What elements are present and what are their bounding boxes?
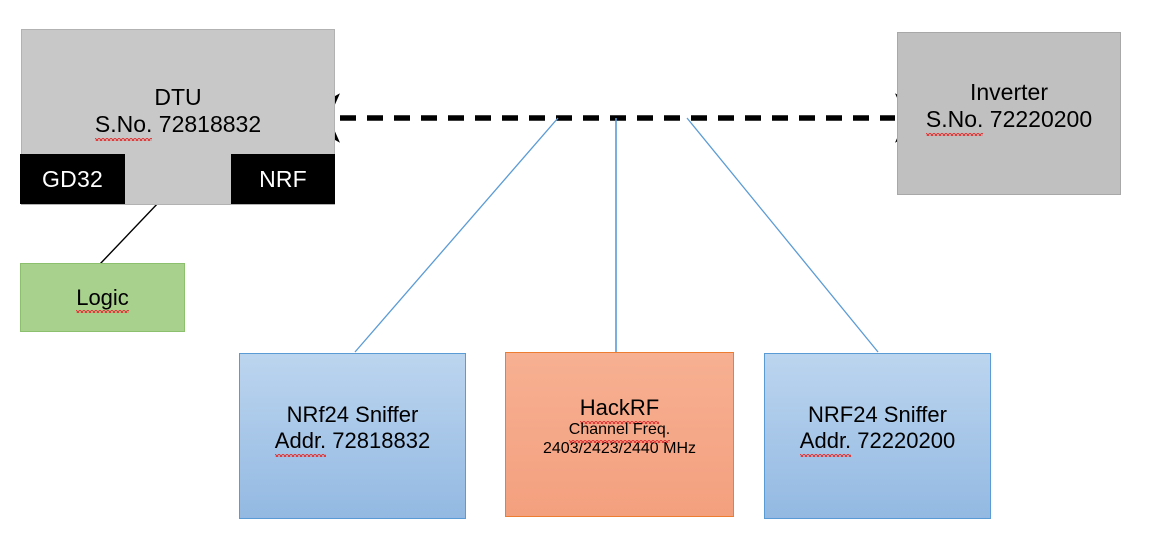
dtu-serial: S.No. 72818832 xyxy=(94,111,262,142)
hackrf-title-text: HackRF xyxy=(579,395,660,424)
hackrf-channel-label-text: Channel Freq. xyxy=(568,420,671,443)
dtu-serial-prefix: S.No. xyxy=(94,111,153,142)
node-sniffer-left[interactable]: NRf24 Sniffer Addr. 72818832 xyxy=(239,353,466,519)
connector-sniffer-left-tap xyxy=(354,117,559,353)
sniffer-right-addr-value: 72220200 xyxy=(857,427,956,453)
node-hackrf[interactable]: HackRF Channel Freq. 2403/2423/2440 MHz xyxy=(505,352,734,517)
node-logic[interactable]: Logic xyxy=(20,263,185,332)
sniffer-left-addr: Addr. 72818832 xyxy=(274,427,431,457)
node-gd32[interactable]: GD32 xyxy=(20,154,125,204)
dtu-title: DTU xyxy=(154,84,202,110)
sniffer-left-title-text: NRf24 Sniffer xyxy=(286,402,419,427)
sniffer-left-title: NRf24 Sniffer xyxy=(287,402,419,428)
inverter-serial-value: 72220200 xyxy=(989,106,1093,133)
inverter-title: Inverter xyxy=(970,79,1048,105)
sniffer-left-addr-value: 72818832 xyxy=(332,427,431,453)
hackrf-title: HackRF xyxy=(579,395,660,424)
gd32-label: GD32 xyxy=(42,165,103,192)
sniffer-right-addr-prefix: Addr. xyxy=(799,427,852,457)
connector-sniffer-right-tap xyxy=(686,117,879,353)
nrf-label: NRF xyxy=(259,165,307,192)
dtu-serial-value: 72818832 xyxy=(158,111,262,138)
sniffer-right-addr: Addr. 72220200 xyxy=(799,427,956,457)
hackrf-frequencies: 2403/2423/2440 MHz xyxy=(543,439,696,457)
node-nrf[interactable]: NRF xyxy=(231,154,335,204)
inverter-serial-prefix: S.No. xyxy=(925,106,984,137)
node-inverter[interactable]: Inverter S.No. 72220200 xyxy=(897,32,1121,195)
logic-label: Logic xyxy=(76,284,129,314)
sniffer-right-title-text: NRF24 Sniffer xyxy=(808,402,947,427)
sniffer-right-title: NRF24 Sniffer xyxy=(808,402,947,428)
node-sniffer-right[interactable]: NRF24 Sniffer Addr. 72220200 xyxy=(764,353,991,519)
inverter-serial: S.No. 72220200 xyxy=(925,106,1093,137)
sniffer-left-addr-prefix: Addr. xyxy=(274,427,327,457)
hackrf-channel-label: Channel Freq. xyxy=(568,420,671,443)
